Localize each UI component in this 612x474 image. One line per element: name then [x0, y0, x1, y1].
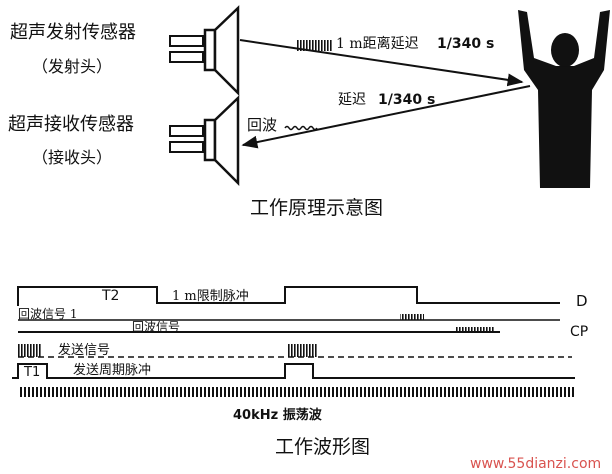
t2-label: T2	[101, 288, 119, 304]
send-burst-1	[18, 344, 42, 357]
d-waveform	[17, 286, 560, 306]
waveform-title: 工作波形图	[275, 436, 370, 458]
outgoing-burst	[296, 40, 332, 51]
transmitter-speaker-icon	[169, 5, 240, 97]
receiver-sub: （接收头）	[32, 148, 112, 167]
receiver-label: 超声接收传感器	[8, 114, 134, 135]
limit-pulse-label: 1 m限制脉冲	[172, 289, 249, 304]
echo-signal-label: 回波信号	[132, 320, 180, 334]
echo-burst-2	[455, 327, 495, 332]
d-label: D	[576, 292, 588, 310]
cp-label: CP	[570, 324, 588, 340]
principle-title: 工作原理示意图	[250, 197, 383, 219]
receiver-speaker-icon	[169, 95, 240, 187]
echo-signal-1-label: 回波信号 1	[18, 307, 77, 321]
send-period-label: 发送周期脉冲	[73, 362, 151, 378]
oscillation-label: 40kHz 振荡波	[233, 407, 323, 423]
outgoing-arrow	[239, 39, 524, 87]
person-silhouette-icon	[518, 10, 610, 188]
return-arrow	[241, 85, 531, 149]
transmitter-sub: （发射头）	[32, 57, 112, 76]
outgoing-label: 1 m距离延迟	[336, 35, 419, 52]
echo-burst-1	[400, 314, 424, 320]
echo-wave	[284, 125, 318, 131]
oscillation-wave	[18, 387, 575, 397]
return-label: 延迟	[338, 92, 366, 108]
send-burst-2	[287, 344, 317, 357]
outgoing-time: 1/340 s	[437, 36, 494, 52]
send-period-waveform	[12, 363, 575, 379]
transmitter-label: 超声发射传感器	[10, 22, 136, 43]
return-time: 1/340 s	[378, 92, 435, 108]
echo-label: 回波	[247, 116, 277, 134]
watermark: www.55dianzi.com	[470, 456, 601, 472]
send-signal-label: 发送信号	[58, 342, 110, 358]
t1-label: T1	[23, 365, 40, 380]
